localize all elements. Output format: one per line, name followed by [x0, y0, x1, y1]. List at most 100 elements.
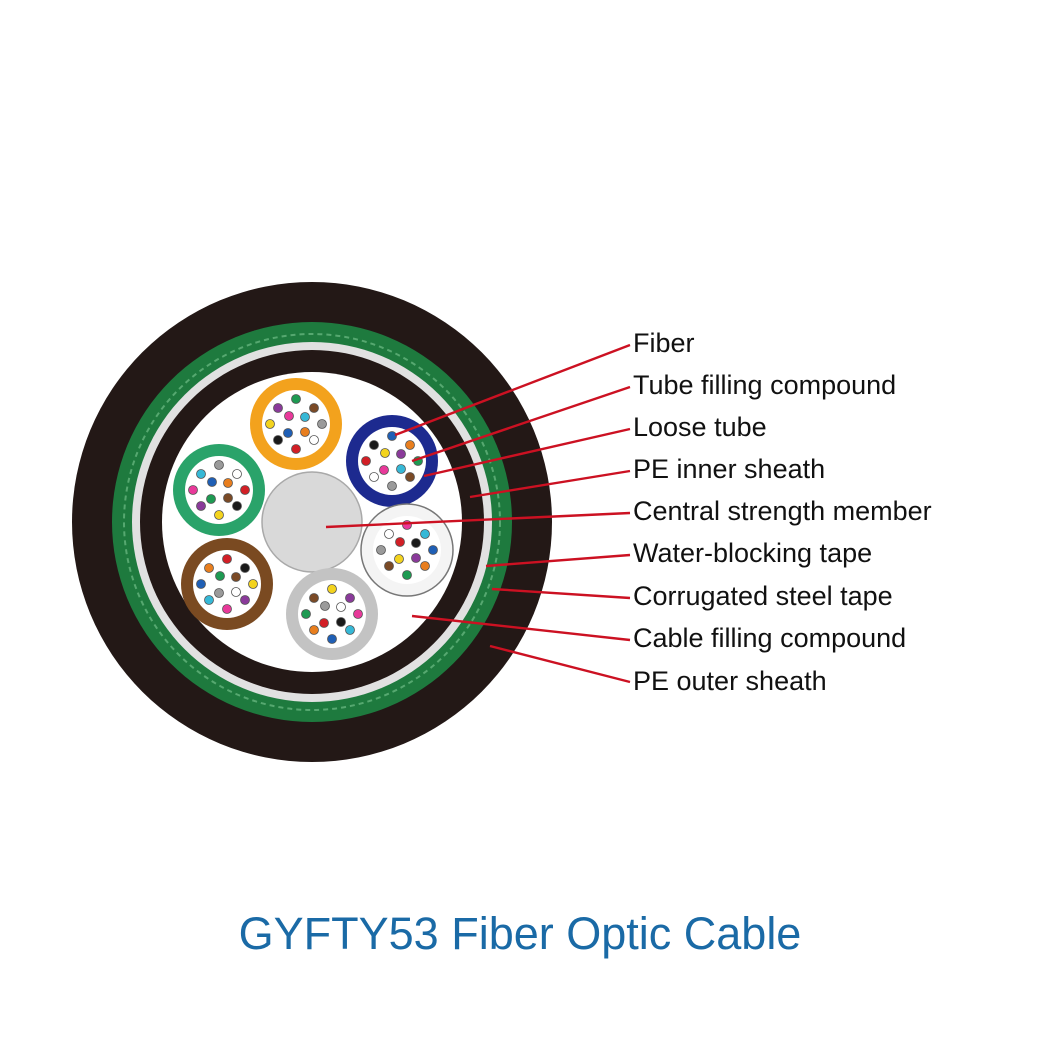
- fiber: [327, 584, 337, 594]
- component-labels: Fiber Tube filling compound Loose tube P…: [633, 328, 932, 696]
- fiber: [420, 561, 430, 571]
- fiber: [214, 510, 224, 520]
- fiber: [300, 427, 310, 437]
- fiber: [309, 435, 319, 445]
- fiber: [273, 403, 283, 413]
- fiber: [196, 501, 206, 511]
- fiber: [273, 435, 283, 445]
- leader-line: [325, 511, 631, 529]
- fiber: [384, 529, 394, 539]
- fiber: [320, 601, 330, 611]
- fiber: [301, 609, 311, 619]
- fiber: [222, 604, 232, 614]
- fiber: [222, 554, 232, 564]
- leader-line: [394, 343, 631, 437]
- fiber: [196, 579, 206, 589]
- fiber: [291, 444, 301, 454]
- fiber: [402, 570, 412, 580]
- central-strength-member: [261, 471, 363, 573]
- leader-line: [485, 553, 631, 568]
- fiber: [384, 561, 394, 571]
- leader-line: [423, 427, 631, 478]
- brown-tube: [181, 538, 273, 630]
- fiber: [387, 481, 397, 491]
- fiber: [369, 472, 379, 482]
- fiber: [214, 460, 224, 470]
- label-pe-inner-sheath: PE inner sheath: [633, 454, 825, 484]
- fiber: [204, 595, 214, 605]
- gray-tube: [286, 568, 378, 660]
- fiber: [232, 501, 242, 511]
- leader-lines: [325, 343, 631, 684]
- fiber: [336, 602, 346, 612]
- fiber: [248, 579, 258, 589]
- fiber: [240, 485, 250, 495]
- leader-line: [411, 385, 631, 463]
- fiber: [317, 419, 327, 429]
- fiber: [369, 440, 379, 450]
- fiber: [207, 477, 217, 487]
- green-tube: [173, 444, 265, 536]
- fiber: [196, 469, 206, 479]
- fiber: [411, 538, 421, 548]
- fiber: [396, 449, 406, 459]
- fiber: [309, 403, 319, 413]
- fiber: [204, 563, 214, 573]
- leader-line: [491, 587, 631, 600]
- diagram-title: GYFTY53 Fiber Optic Cable: [238, 908, 802, 959]
- fiber: [428, 545, 438, 555]
- fiber: [214, 588, 224, 598]
- white-tube: [360, 503, 454, 597]
- fiber: [309, 625, 319, 635]
- fiber: [309, 593, 319, 603]
- fiber: [291, 394, 301, 404]
- fiber: [345, 593, 355, 603]
- fiber: [327, 634, 337, 644]
- fiber: [402, 520, 412, 530]
- label-central-strength-member: Central strength member: [633, 496, 932, 526]
- fiber: [387, 431, 397, 441]
- fiber: [240, 595, 250, 605]
- leader-line: [411, 614, 631, 642]
- fiber: [215, 571, 225, 581]
- steel-tape-stripe: [123, 333, 501, 711]
- fiber: [265, 419, 275, 429]
- fiber: [223, 493, 233, 503]
- blue-tube: [346, 415, 438, 507]
- leader-line: [489, 644, 631, 684]
- label-water-blocking-tape: Water-blocking tape: [633, 538, 872, 568]
- fiber: [336, 617, 346, 627]
- fiber: [405, 472, 415, 482]
- label-cable-filling-compound: Cable filling compound: [633, 623, 906, 653]
- fiber: [188, 485, 198, 495]
- fiber: [395, 537, 405, 547]
- fiber: [206, 494, 216, 504]
- fiber: [319, 618, 329, 628]
- fiber: [405, 440, 415, 450]
- fiber: [231, 587, 241, 597]
- fiber: [232, 469, 242, 479]
- label-corrugated-steel-tape: Corrugated steel tape: [633, 581, 893, 611]
- orange-tube: [250, 378, 342, 470]
- fiber: [376, 545, 386, 555]
- fiber: [231, 572, 241, 582]
- label-fiber: Fiber: [633, 328, 695, 358]
- leader-line: [469, 469, 631, 499]
- cable-cross-section: [72, 282, 552, 762]
- fiber: [284, 411, 294, 421]
- fiber: [223, 478, 233, 488]
- fiber: [420, 529, 430, 539]
- fiber: [240, 563, 250, 573]
- label-tube-filling-compound: Tube filling compound: [633, 370, 896, 400]
- fiber: [361, 456, 371, 466]
- label-pe-outer-sheath: PE outer sheath: [633, 666, 827, 696]
- fiber: [353, 609, 363, 619]
- fiber: [411, 553, 421, 563]
- fiber: [379, 465, 389, 475]
- label-loose-tube: Loose tube: [633, 412, 767, 442]
- fiber: [380, 448, 390, 458]
- fiber: [300, 412, 310, 422]
- fiber: [283, 428, 293, 438]
- fiber: [394, 554, 404, 564]
